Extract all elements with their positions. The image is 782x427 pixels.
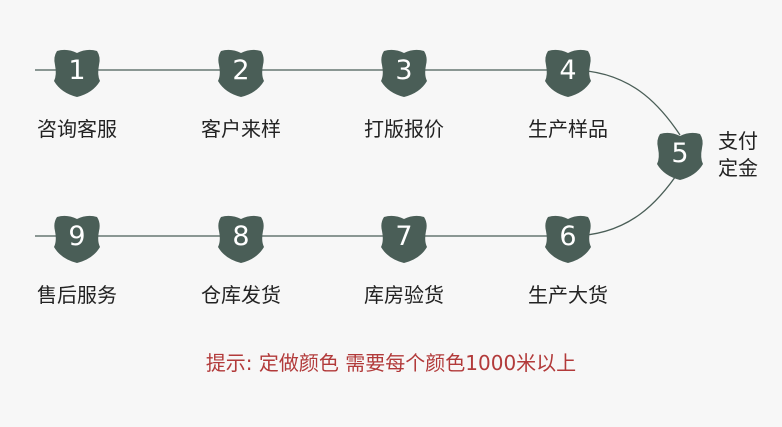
- step-1-badge: 1: [51, 45, 103, 97]
- step-4-badge: 4: [542, 45, 594, 97]
- shield-icon: [218, 215, 264, 263]
- step-5-label-line1: 支付: [718, 129, 758, 153]
- step-5-badge: 5: [654, 128, 706, 180]
- shield-icon: [381, 49, 427, 97]
- shield-icon: [657, 132, 703, 180]
- step-2-number: 2: [232, 55, 250, 86]
- shield-icon: [545, 215, 591, 263]
- step-3-badge: 3: [378, 45, 430, 97]
- step-9-number: 9: [68, 221, 86, 252]
- shield-icon: [545, 49, 591, 97]
- step-8-label: 仓库发货: [201, 283, 281, 307]
- step-5-number: 5: [671, 138, 689, 169]
- step-9-label: 售后服务: [37, 283, 117, 307]
- step-5-label: 支付 定金: [718, 128, 778, 182]
- shield-icon: [54, 215, 100, 263]
- step-8-number: 8: [232, 221, 250, 252]
- step-7-badge: 7: [378, 211, 430, 263]
- step-6-badge: 6: [542, 211, 594, 263]
- shield-icon: [54, 49, 100, 97]
- step-8-badge: 8: [215, 211, 267, 263]
- step-3-number: 3: [395, 55, 413, 86]
- step-4-label: 生产样品: [528, 117, 608, 141]
- step-6-label: 生产大货: [528, 283, 608, 307]
- step-3-label: 打版报价: [364, 117, 444, 141]
- step-1-label: 咨询客服: [37, 117, 117, 141]
- shield-icon: [218, 49, 264, 97]
- step-1-number: 1: [68, 55, 86, 86]
- note-text: 提示: 定做颜色 需要每个颜色1000米以上: [205, 351, 577, 375]
- step-2-badge: 2: [215, 45, 267, 97]
- step-9-badge: 9: [51, 211, 103, 263]
- step-7-number: 7: [395, 221, 413, 252]
- step-6-number: 6: [559, 221, 577, 252]
- step-4-number: 4: [559, 55, 577, 86]
- step-2-label: 客户来样: [201, 117, 281, 141]
- step-5-label-line2: 定金: [718, 156, 758, 180]
- shield-icon: [381, 215, 427, 263]
- step-7-label: 库房验货: [364, 283, 444, 307]
